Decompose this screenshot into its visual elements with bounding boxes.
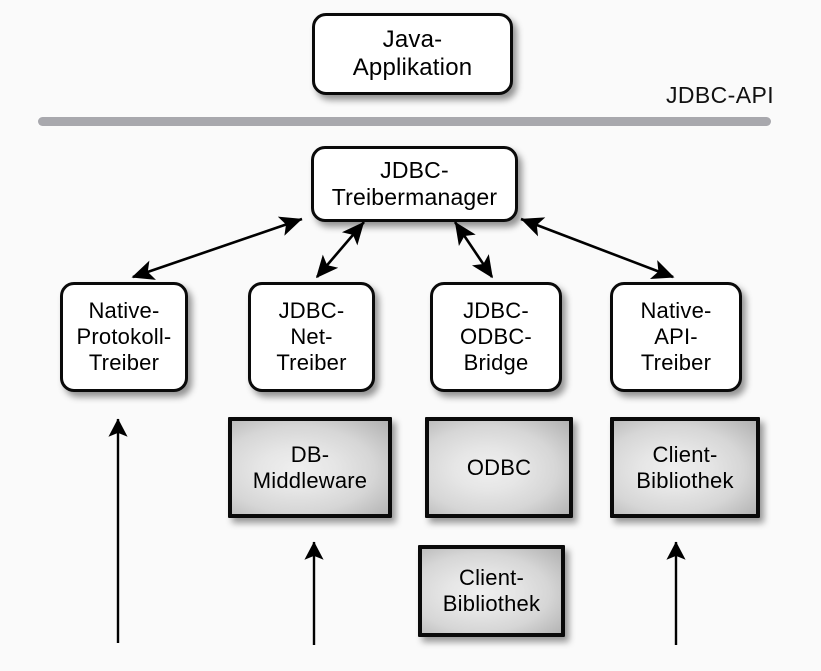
node-jdbc-net-treiber[interactable]: JDBC- Net- Treiber [248,282,375,392]
node-client-bibliothek-right[interactable]: Client- Bibliothek [610,417,760,518]
node-java-application[interactable]: Java- Applikation [312,13,513,95]
node-odbc[interactable]: ODBC [425,417,573,518]
jdbc-api-label: JDBC-API [666,82,774,108]
node-native-protokoll-treiber[interactable]: Native- Protokoll- Treiber [60,282,188,392]
arrow-manager-native-api [520,217,675,280]
node-client-bibliothek-center[interactable]: Client- Bibliothek [418,545,565,637]
arrow-manager-jdbc-odbc [453,221,494,279]
node-native-api-treiber[interactable]: Native- API- Treiber [610,282,742,392]
node-jdbc-odbc-bridge[interactable]: JDBC- ODBC- Bridge [430,282,562,392]
arrow-manager-native-protokoll [131,216,303,280]
arrow-manager-jdbc-net [315,221,365,279]
node-db-middleware[interactable]: DB- Middleware [228,417,392,518]
node-jdbc-treibermanager[interactable]: JDBC- Treibermanager [311,146,518,222]
jdbc-api-separator-line [38,117,771,126]
